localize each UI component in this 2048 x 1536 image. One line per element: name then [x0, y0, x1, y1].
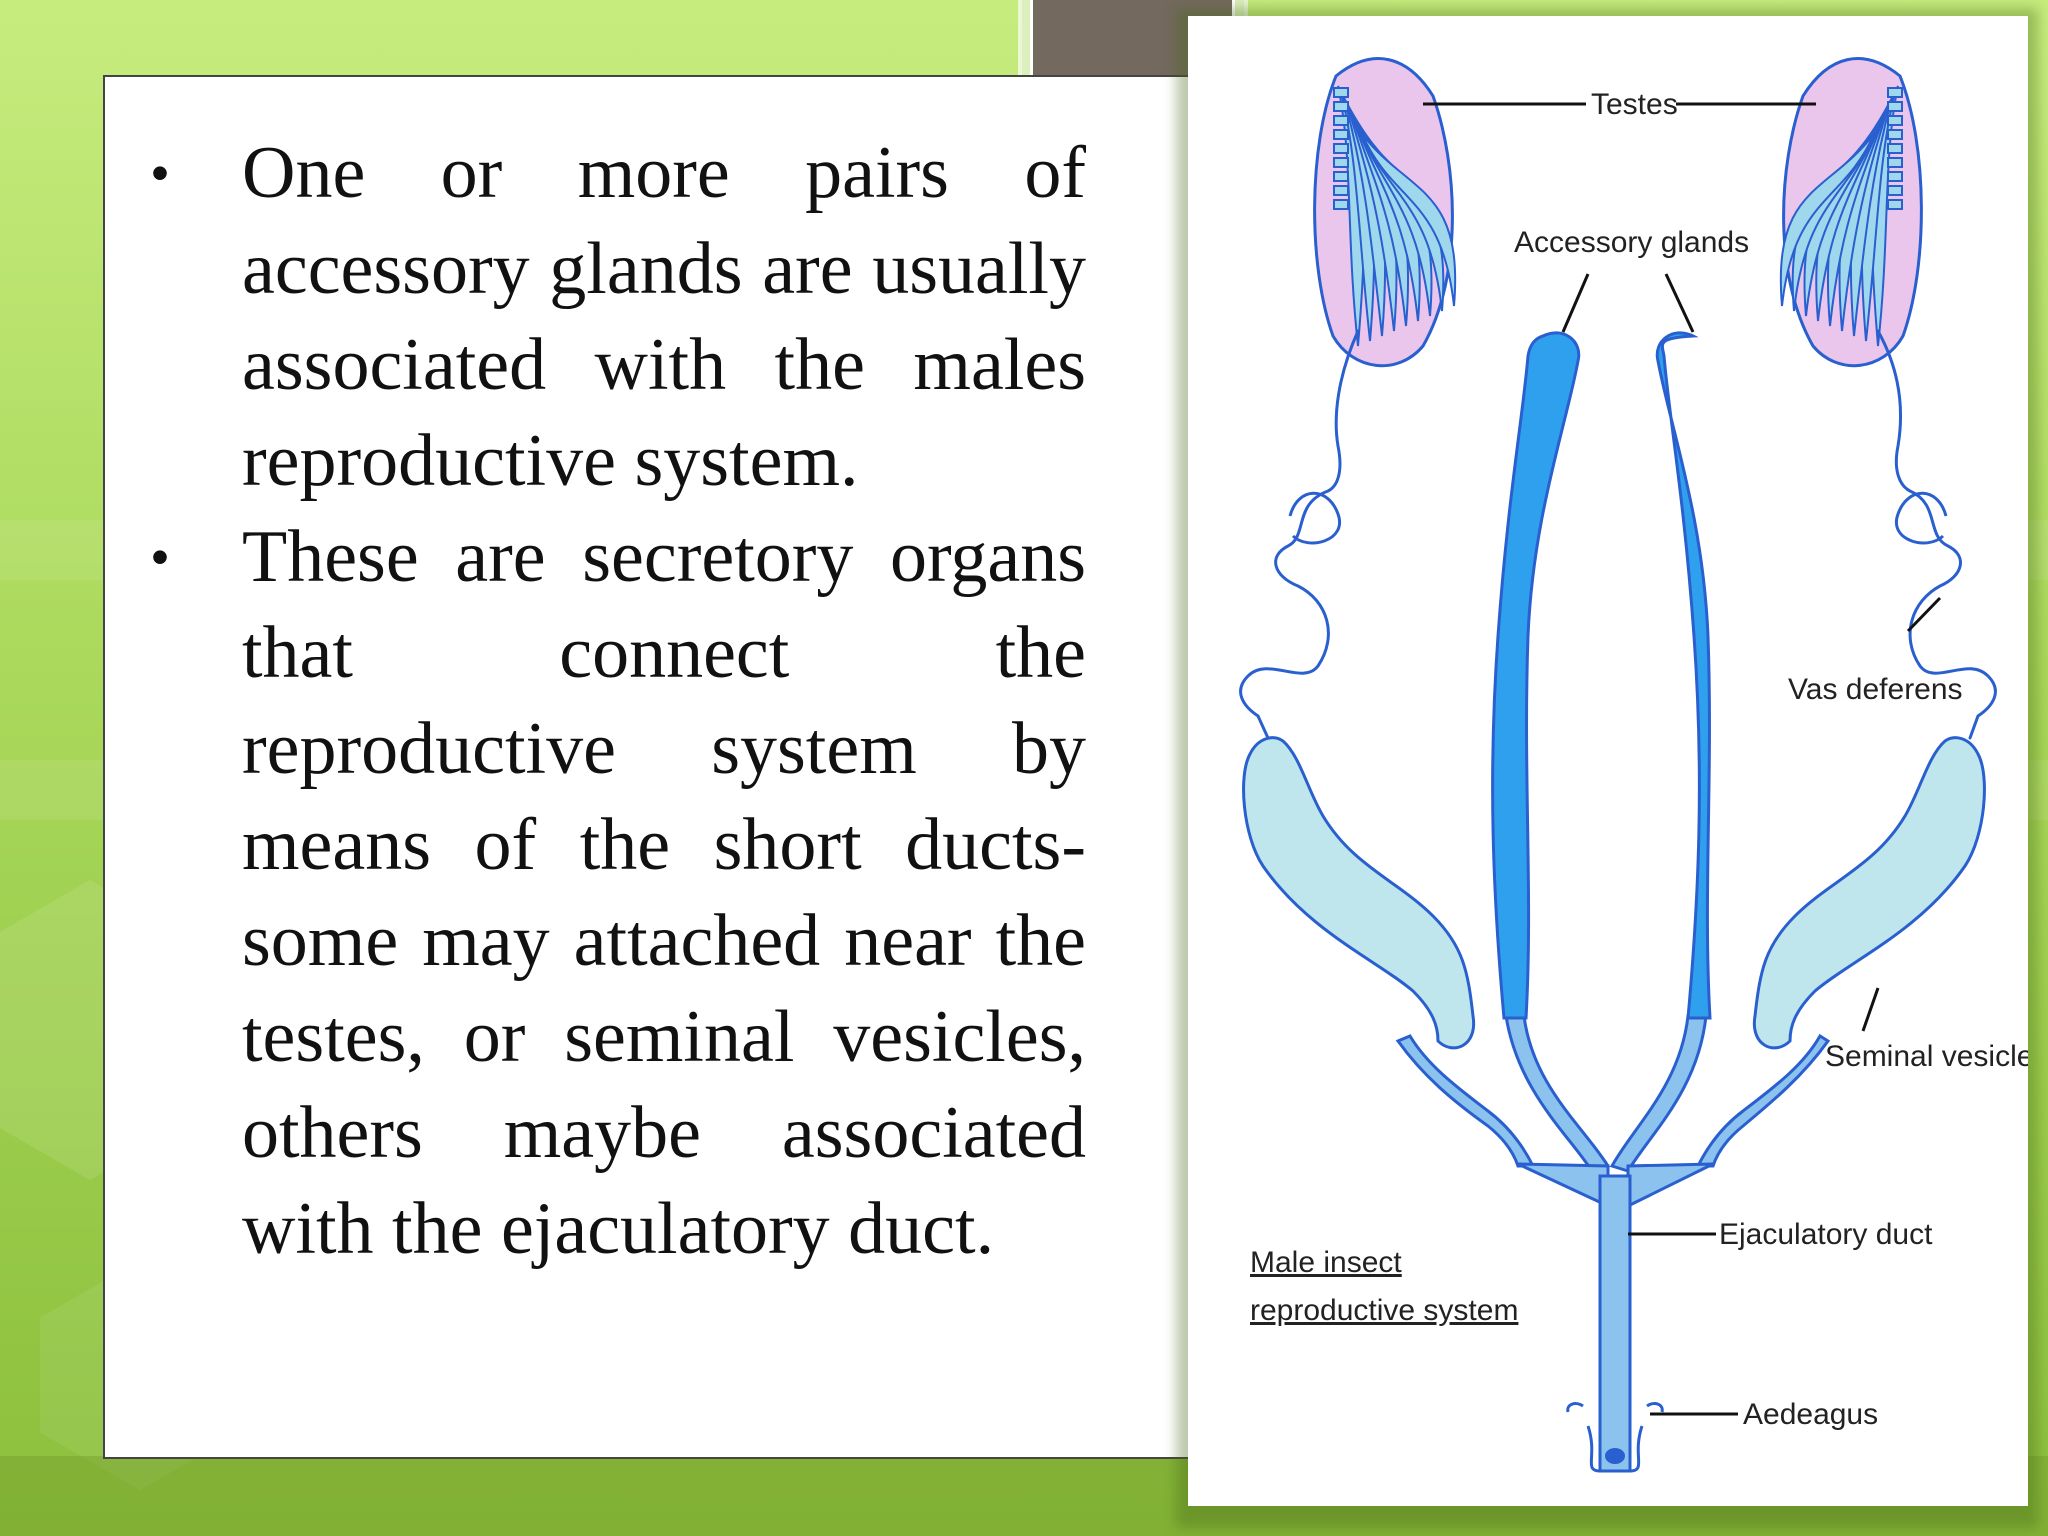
duct-branch-left	[1395, 1034, 1536, 1168]
vas-deferens-left	[1239, 329, 1360, 740]
testis-follicle	[1779, 133, 1875, 307]
testis-follicle-tip	[1333, 143, 1349, 154]
ejaculatory-duct	[1598, 1174, 1632, 1473]
duct-branch-right	[1695, 1033, 1831, 1168]
label-leaders	[1423, 102, 1942, 1416]
testis-follicle-tip	[1333, 185, 1349, 196]
diagram-caption-line2: reproductive system	[1250, 1294, 1518, 1327]
testis-follicle-tip	[1887, 87, 1903, 98]
label-vas-deferens: Vas deferens	[1788, 673, 1963, 706]
testis-follicle-tip	[1333, 199, 1349, 210]
testis-follicle-tip	[1887, 185, 1903, 196]
testis-follicle-tip	[1887, 171, 1903, 182]
bullet-item: • One or more pairs of accessory glands …	[140, 125, 1086, 509]
testes	[1313, 57, 1923, 368]
bullet-icon: •	[151, 145, 169, 201]
leader-line	[1861, 987, 1880, 1032]
label-aedeagus: Aedeagus	[1743, 1398, 1878, 1431]
aedeagus-tip	[1605, 1448, 1625, 1464]
reproductive-system-diagram: Testes Accessory glands Vas deferens Sem…	[1239, 57, 2028, 1473]
vas-loop-right	[1894, 491, 1948, 545]
leader-line	[1664, 273, 1695, 333]
bullet-text: One or more pairs of accessory glands ar…	[242, 132, 1086, 502]
diagram-caption-line1: Male insect	[1250, 1246, 1402, 1279]
label-accessory-glands: Accessory glands	[1514, 226, 1749, 259]
accessory-glands	[1491, 331, 1712, 1020]
label-seminal-vesicle: Seminal vesicle	[1825, 1040, 2028, 1073]
text-panel	[103, 75, 1193, 1459]
seminal-vesicles	[1242, 736, 1986, 1050]
seminal-vesicle-right	[1752, 736, 1986, 1050]
testis-follicle-tip	[1333, 115, 1349, 126]
testis-follicle-tip	[1333, 157, 1349, 168]
aedeagus-curl-right	[1646, 1402, 1664, 1413]
bullet-list: • One or more pairs of accessory glands …	[140, 125, 1086, 1277]
vas-deferens-right	[1876, 329, 1997, 740]
testis-follicle-tip	[1887, 143, 1903, 154]
label-testes: Testes	[1591, 88, 1678, 121]
testis-follicle-tip	[1333, 87, 1349, 98]
testis-follicle-tip	[1333, 171, 1349, 182]
accessory-gland-right	[1655, 331, 1712, 1020]
testis-follicle-tip	[1887, 157, 1903, 168]
gland-duct-right	[1609, 1014, 1708, 1173]
testis-follicle	[1361, 133, 1457, 307]
testis-left	[1313, 57, 1457, 368]
testis-follicle-tip	[1333, 101, 1349, 112]
testis-follicle-tip	[1887, 101, 1903, 112]
ducts	[1239, 329, 1997, 1473]
bullet-text: These are secretory organs that connect …	[242, 516, 1086, 1270]
accessory-gland-left	[1491, 331, 1581, 1020]
testis-follicle-tip	[1333, 129, 1349, 140]
vas-loop-left	[1288, 491, 1342, 545]
testis-right	[1779, 57, 1923, 368]
leader-line	[1561, 273, 1590, 333]
leader-line	[1906, 596, 1942, 633]
testis-follicle-tip	[1887, 129, 1903, 140]
bullet-icon: •	[151, 529, 169, 585]
bullet-item: • These are secretory organs that connec…	[140, 509, 1086, 1277]
aedeagus-curl-left	[1566, 1402, 1584, 1413]
diagram-labels: Testes Accessory glands Vas deferens Sem…	[1250, 88, 2028, 1431]
label-ejaculatory-duct: Ejaculatory duct	[1719, 1218, 1933, 1251]
seminal-vesicle-left	[1242, 736, 1476, 1050]
aedeagus	[1586, 1425, 1644, 1473]
testis-follicle-tip	[1887, 199, 1903, 210]
testis-follicle-tip	[1887, 115, 1903, 126]
